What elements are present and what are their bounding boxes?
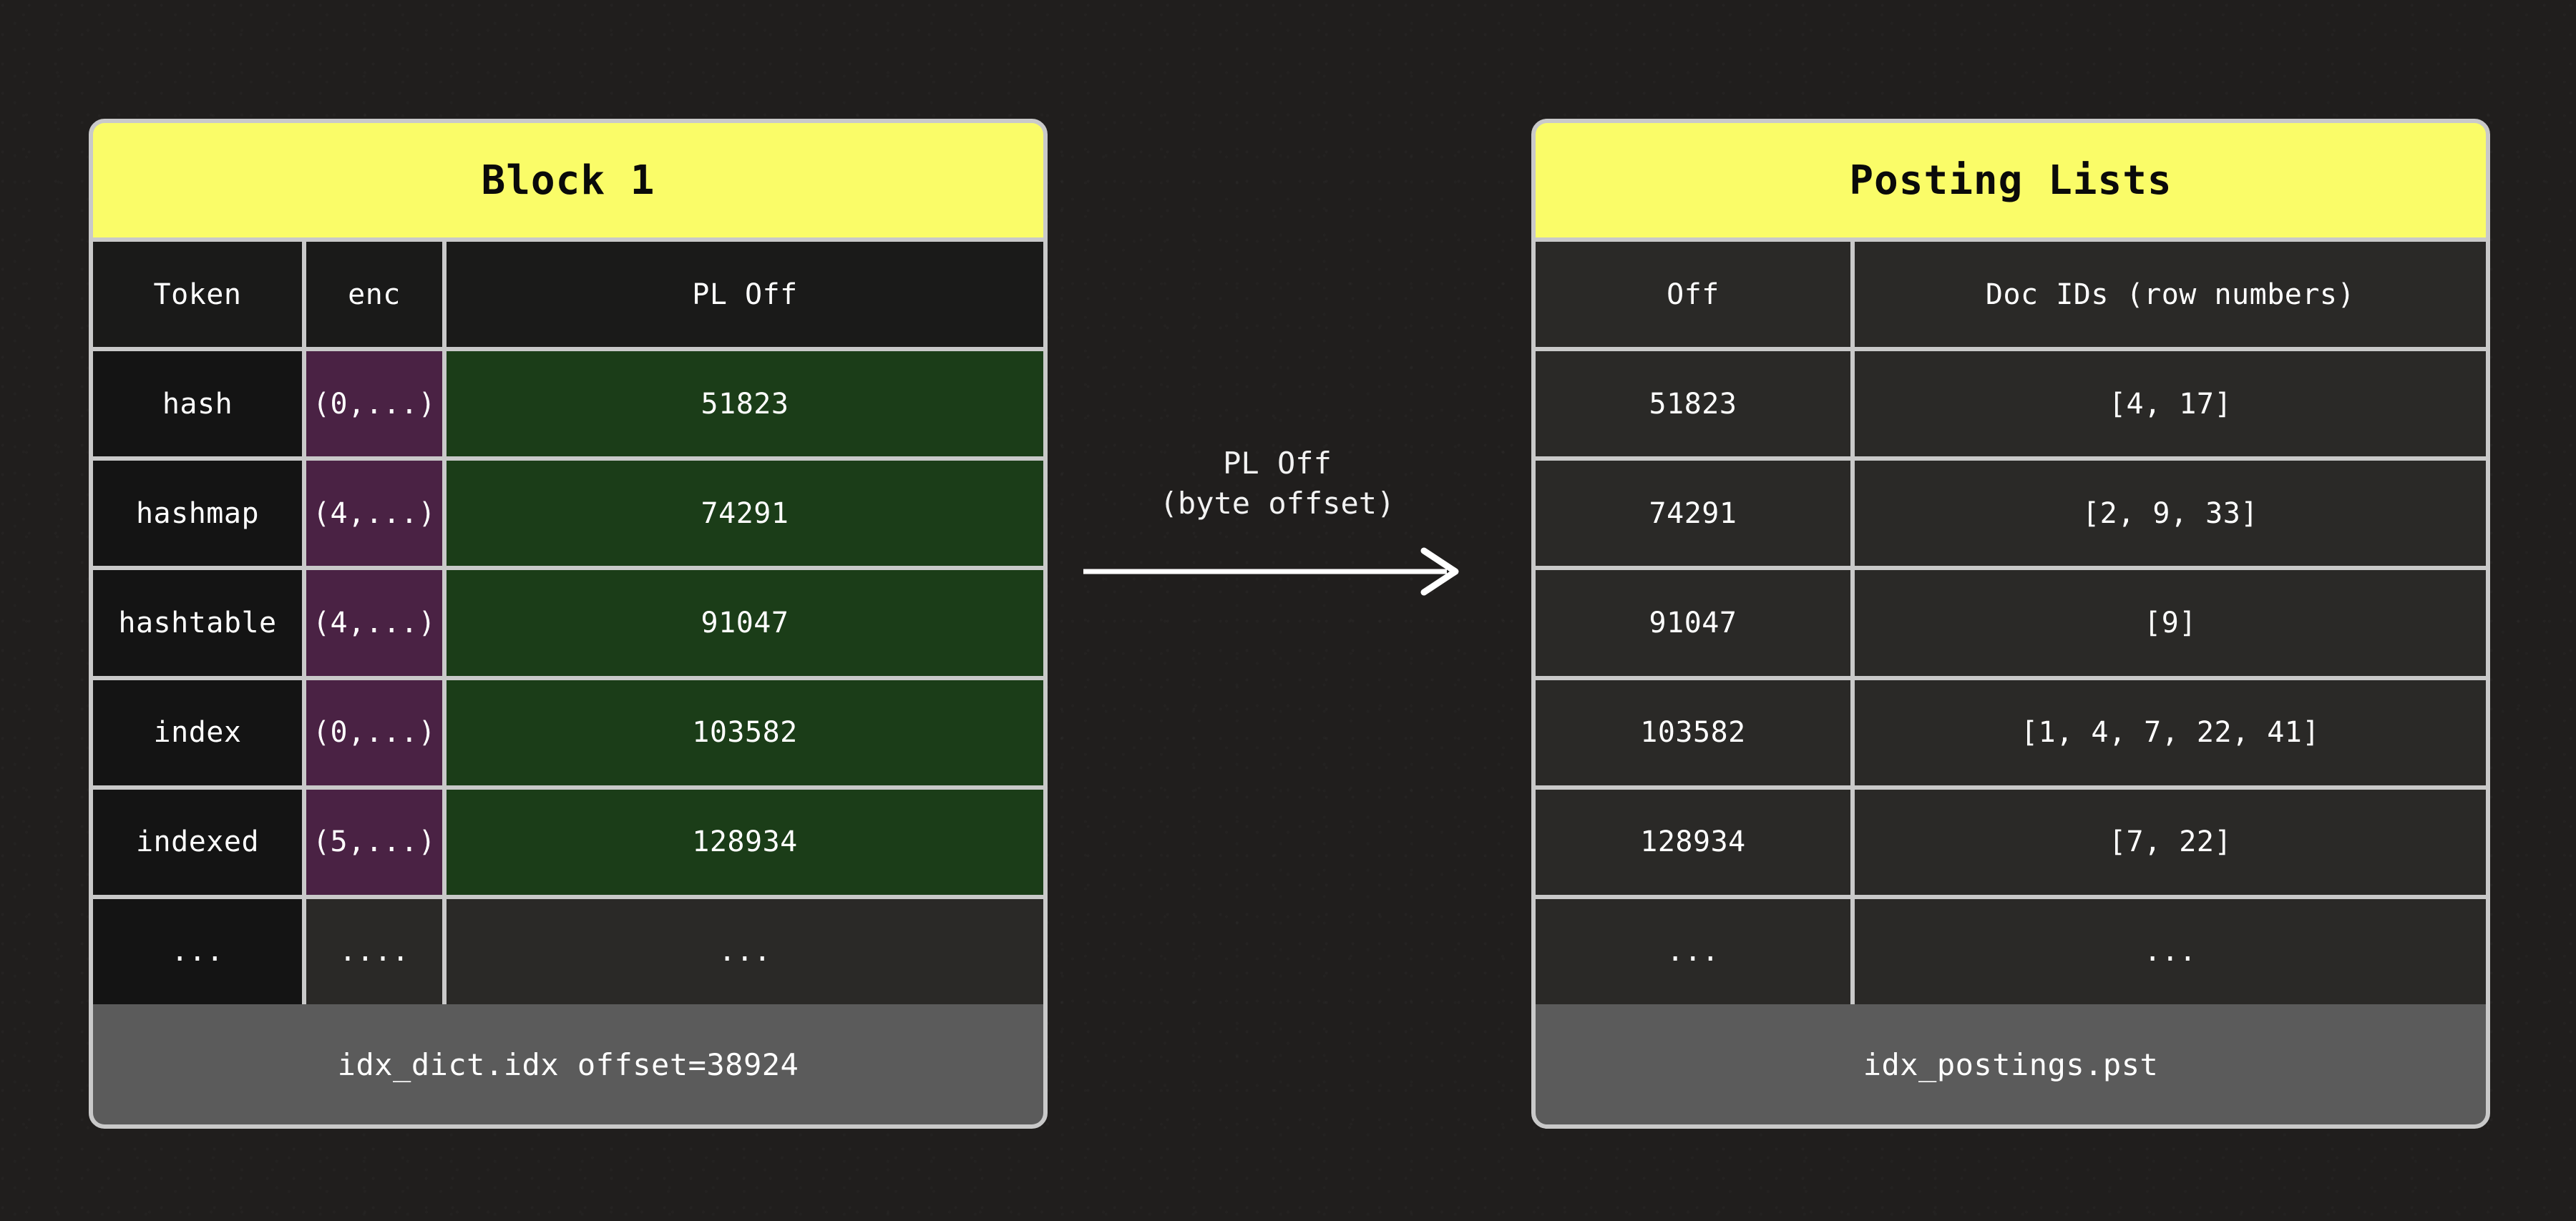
cell-enc-ellipsis: .... bbox=[306, 898, 442, 1004]
cell-enc: (0,...) bbox=[306, 351, 442, 457]
cell-token: index bbox=[93, 680, 302, 785]
cell-pl-off: 128934 bbox=[447, 789, 1043, 895]
column-header-pl-off: PL Off bbox=[447, 242, 1043, 348]
cell-doc-ids-ellipsis: ... bbox=[1855, 898, 2486, 1004]
cell-token: indexed bbox=[93, 789, 302, 895]
connector-group: PL Off (byte offset) bbox=[1055, 443, 1499, 658]
table-row: 51823 [4, 17] bbox=[1536, 351, 2486, 457]
cell-token: hashtable bbox=[93, 570, 302, 676]
cell-pl-off: 74291 bbox=[447, 461, 1043, 567]
table-row-ellipsis: ... .... ... bbox=[93, 898, 1043, 1004]
cell-off: 103582 bbox=[1536, 680, 1850, 785]
cell-doc-ids: [9] bbox=[1855, 570, 2486, 676]
cell-doc-ids: [4, 17] bbox=[1855, 351, 2486, 457]
cell-doc-ids: [1, 4, 7, 22, 41] bbox=[1855, 680, 2486, 785]
table-row-ellipsis: ... ... bbox=[1536, 898, 2486, 1004]
column-header-enc: enc bbox=[306, 242, 442, 348]
cell-off: 128934 bbox=[1536, 789, 1850, 895]
posting-lists-panel: Posting Lists Off Doc IDs (row numbers) … bbox=[1531, 119, 2490, 1129]
table-row: index (0,...) 103582 bbox=[93, 680, 1043, 785]
column-header-token: Token bbox=[93, 242, 302, 348]
column-header-doc-ids: Doc IDs (row numbers) bbox=[1855, 242, 2486, 348]
block-1-title: Block 1 bbox=[93, 123, 1043, 237]
posting-lists-footer: idx_postings.pst bbox=[1536, 1004, 2486, 1124]
cell-off: 74291 bbox=[1536, 461, 1850, 567]
cell-token-ellipsis: ... bbox=[93, 898, 302, 1004]
table-row: hashmap (4,...) 74291 bbox=[93, 461, 1043, 567]
table-header-row: Token enc PL Off bbox=[93, 242, 1043, 348]
connector-label-line2: (byte offset) bbox=[1159, 485, 1395, 521]
posting-lists-title: Posting Lists bbox=[1536, 123, 2486, 237]
arrow-container bbox=[1055, 546, 1499, 597]
cell-pl-off: 103582 bbox=[447, 680, 1043, 785]
table-row: 74291 [2, 9, 33] bbox=[1536, 461, 2486, 567]
table-row: 128934 [7, 22] bbox=[1536, 789, 2486, 895]
arrow-right-icon bbox=[1083, 547, 1459, 596]
cell-off-ellipsis: ... bbox=[1536, 898, 1850, 1004]
table-row: 91047 [9] bbox=[1536, 570, 2486, 676]
cell-pl-off: 91047 bbox=[447, 570, 1043, 676]
table-row: hashtable (4,...) 91047 bbox=[93, 570, 1043, 676]
block-1-footer: idx_dict.idx offset=38924 bbox=[93, 1004, 1043, 1124]
cell-doc-ids: [7, 22] bbox=[1855, 789, 2486, 895]
table-row: hash (0,...) 51823 bbox=[93, 351, 1043, 457]
column-header-off: Off bbox=[1536, 242, 1850, 348]
cell-enc: (0,...) bbox=[306, 680, 442, 785]
connector-label-line1: PL Off bbox=[1223, 446, 1332, 481]
posting-lists-table: Off Doc IDs (row numbers) 51823 [4, 17] … bbox=[1536, 237, 2486, 1004]
cell-pl-off: 51823 bbox=[447, 351, 1043, 457]
table-header-row: Off Doc IDs (row numbers) bbox=[1536, 242, 2486, 348]
cell-doc-ids: [2, 9, 33] bbox=[1855, 461, 2486, 567]
block-1-panel: Block 1 Token enc PL Off hash (0,...) 51… bbox=[89, 119, 1048, 1129]
cell-off: 51823 bbox=[1536, 351, 1850, 457]
cell-enc: (5,...) bbox=[306, 789, 442, 895]
cell-token: hashmap bbox=[93, 461, 302, 567]
cell-pl-off-ellipsis: ... bbox=[447, 898, 1043, 1004]
table-row: indexed (5,...) 128934 bbox=[93, 789, 1043, 895]
cell-enc: (4,...) bbox=[306, 461, 442, 567]
cell-enc: (4,...) bbox=[306, 570, 442, 676]
table-row: 103582 [1, 4, 7, 22, 41] bbox=[1536, 680, 2486, 785]
cell-off: 91047 bbox=[1536, 570, 1850, 676]
cell-token: hash bbox=[93, 351, 302, 457]
block-1-table: Token enc PL Off hash (0,...) 51823 hash… bbox=[93, 237, 1043, 1004]
